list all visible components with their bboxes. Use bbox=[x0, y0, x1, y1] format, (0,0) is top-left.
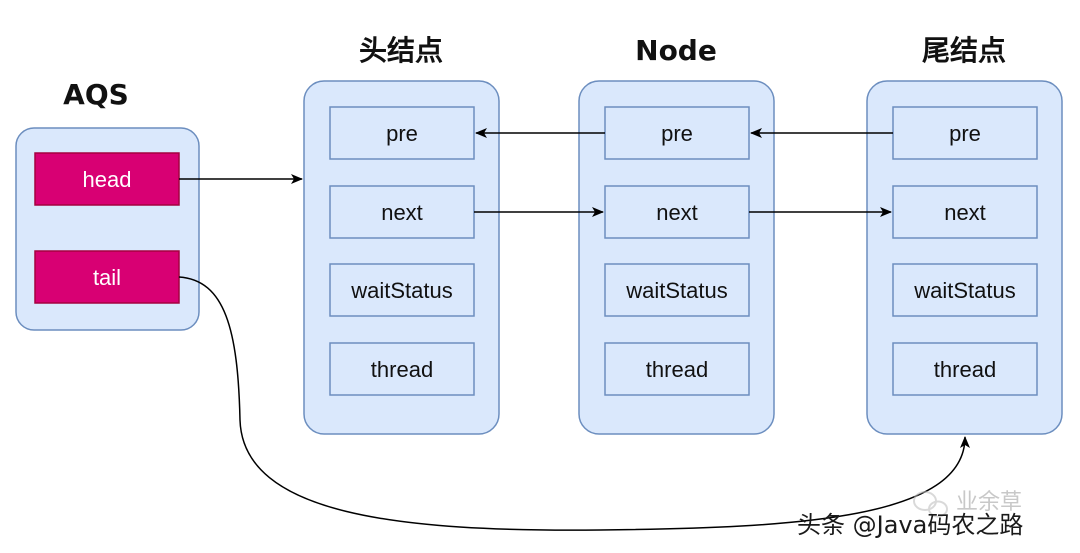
middle-node-thread-label: thread bbox=[646, 357, 708, 382]
tail-node-title: 尾结点 bbox=[922, 34, 1006, 67]
head-node-thread-field: thread bbox=[329, 342, 475, 396]
head-node-next-field: next bbox=[329, 185, 475, 239]
tail-node-waitstatus-label: waitStatus bbox=[913, 278, 1016, 303]
middle-node-next-field: next bbox=[604, 185, 750, 239]
middle-node-waitstatus-field: waitStatus bbox=[604, 263, 750, 317]
head-node-thread-label: thread bbox=[371, 357, 433, 382]
head-node-title: 头结点 bbox=[359, 34, 443, 67]
middle-node-pre-field: pre bbox=[604, 106, 750, 160]
aqs-head-label: head bbox=[83, 167, 132, 192]
tail-node: pre next waitStatus thread bbox=[866, 80, 1063, 435]
middle-node: pre next waitStatus thread bbox=[578, 80, 775, 435]
middle-node-pre-label: pre bbox=[661, 121, 693, 146]
head-node-pre-label: pre bbox=[386, 121, 418, 146]
middle-node-next-label: next bbox=[656, 200, 698, 225]
tail-node-thread-label: thread bbox=[934, 357, 996, 382]
tail-node-waitstatus-field: waitStatus bbox=[892, 263, 1038, 317]
tail-node-next-label: next bbox=[944, 200, 986, 225]
watermark: 业余草 头条 @Java码农之路 bbox=[797, 490, 1023, 539]
tail-node-pre-label: pre bbox=[949, 121, 981, 146]
middle-node-title: Node bbox=[635, 34, 717, 67]
head-node: pre next waitStatus thread bbox=[303, 80, 500, 435]
middle-node-thread-field: thread bbox=[604, 342, 750, 396]
aqs-head-field: head bbox=[34, 152, 180, 206]
tail-node-thread-field: thread bbox=[892, 342, 1038, 396]
head-node-waitstatus-field: waitStatus bbox=[329, 263, 475, 317]
tail-node-next-field: next bbox=[892, 185, 1038, 239]
watermark-main-text: 头条 @Java码农之路 bbox=[797, 511, 1023, 539]
wechat-icon bbox=[913, 491, 948, 518]
head-node-waitstatus-label: waitStatus bbox=[350, 278, 453, 303]
aqs-tail-field: tail bbox=[34, 250, 180, 304]
head-node-pre-field: pre bbox=[329, 106, 475, 160]
watermark-faint-text: 业余草 bbox=[956, 490, 1022, 515]
head-node-next-label: next bbox=[381, 200, 423, 225]
tail-node-pre-field: pre bbox=[892, 106, 1038, 160]
aqs-title: AQS bbox=[63, 78, 129, 111]
aqs-tail-label: tail bbox=[93, 265, 121, 290]
aqs-tail-to-tail-node-arrow bbox=[178, 276, 970, 531]
aqs-container: head tail bbox=[15, 127, 200, 331]
middle-node-waitstatus-label: waitStatus bbox=[625, 278, 728, 303]
